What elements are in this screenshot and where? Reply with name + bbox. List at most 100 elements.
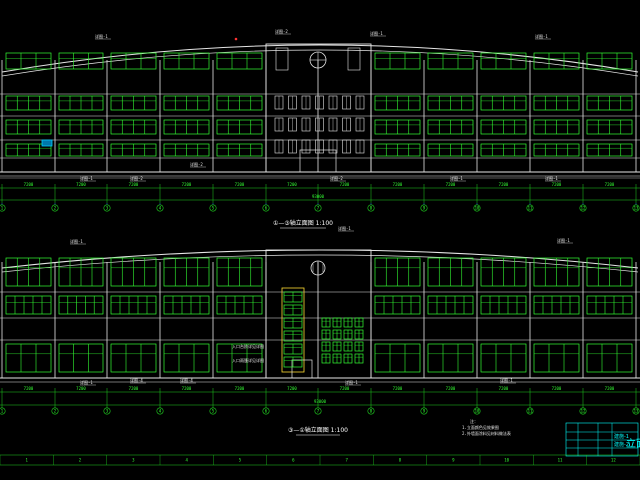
clerestory-window <box>374 52 421 70</box>
axis-bubble-label: 8 <box>370 409 373 414</box>
axis-bubble <box>209 407 217 415</box>
bay-dimension-label: 7200 <box>182 386 192 391</box>
clerestory-window <box>110 52 157 70</box>
window-level-1 <box>163 343 210 373</box>
window-level-2 <box>110 295 157 315</box>
elevation-2-windows <box>5 257 633 373</box>
window-level-2 <box>480 295 527 315</box>
sheet-code-2: 建施-2 <box>614 441 629 448</box>
bay-dimension-label: 7200 <box>340 182 350 187</box>
axis-bubble-label: 11 <box>528 409 533 414</box>
axis-bubble <box>526 204 534 212</box>
strip-label: 12 <box>611 458 616 463</box>
window-level-1 <box>58 343 104 373</box>
axis-bubble-label: 5 <box>212 206 215 211</box>
bay-dimension-label: 7200 <box>235 386 245 391</box>
callout-label: 详图-1 <box>345 379 358 385</box>
roof-arc-outer <box>1 249 639 269</box>
clerestory-window <box>586 52 633 70</box>
strip-label: 6 <box>292 458 295 463</box>
bay-dimension-label: 7200 <box>129 182 139 187</box>
window-level-2 <box>163 295 210 315</box>
clerestory-window <box>58 52 104 70</box>
note-line-2: 2.外墙面涂料见材料做法表 <box>462 430 511 436</box>
bay-dimension-label: 7200 <box>499 182 509 187</box>
callout-label: 详图-1 <box>500 377 513 383</box>
window-level-2 <box>58 295 104 315</box>
axis-bubble-label: 10 <box>475 206 480 211</box>
axis-bubble <box>0 204 6 212</box>
window-level-1 <box>216 343 263 373</box>
bay-dimension-label: 7200 <box>287 182 297 187</box>
window-level-1 <box>480 343 527 373</box>
bay-dimension-label: 7200 <box>605 386 615 391</box>
strip-label: 7 <box>345 458 348 463</box>
door-callout-2: 入口台阶详见详图 <box>232 343 264 349</box>
axis-bubble-label: 6 <box>265 409 268 414</box>
callout-label: 详图-2 <box>275 28 288 34</box>
strip-label: 11 <box>558 458 563 463</box>
elevation-2-title: ③—①轴立面图 1:100 <box>288 426 348 434</box>
bay-dimension-label: 7200 <box>24 182 34 187</box>
window-level-2 <box>586 295 633 315</box>
tower-panel-left <box>275 47 289 71</box>
axis-bubble-label: 3 <box>106 409 109 414</box>
axis-bubble <box>473 407 481 415</box>
bay-dimension-label: 7200 <box>552 182 562 187</box>
elevation-1-title: ①—③轴立面图 1:100 <box>273 219 333 227</box>
window-level-1 <box>586 343 633 373</box>
callout-label: 详图-2 <box>190 161 203 167</box>
callout-label: 详图-1 <box>95 33 108 39</box>
title-block-frame <box>565 422 639 457</box>
strip-label: 5 <box>239 458 242 463</box>
bay-dimension-label: 7200 <box>235 182 245 187</box>
strip-label: 10 <box>504 458 509 463</box>
bay-dimension-label: 7200 <box>129 386 139 391</box>
axis-bubble-label: 9 <box>423 409 426 414</box>
axis-bubble-label: 8 <box>370 206 373 211</box>
axis-bubble <box>156 204 164 212</box>
clerestory-window <box>216 52 263 70</box>
callout-label: 详图-1 <box>80 379 93 385</box>
title-block: 建施-1 建施-2 立面图 <box>565 422 640 457</box>
accent-panel <box>41 139 53 147</box>
axis-bubble <box>526 407 534 415</box>
axis-bubble <box>314 204 322 212</box>
axis-bubble <box>51 407 59 415</box>
window-level-1 <box>5 343 52 373</box>
axis-bubble-label: 6 <box>265 206 268 211</box>
roof-arc-outer <box>1 44 639 73</box>
stair-tower <box>265 249 372 379</box>
strip-label: 1 <box>25 458 28 463</box>
clerestory-window <box>163 52 210 70</box>
axis-bubble-label: 4 <box>159 409 162 414</box>
axis-bubble <box>367 204 375 212</box>
callout-label: 详图-1 <box>557 237 570 243</box>
elevation-1-total-dimension: 93000 <box>312 194 325 199</box>
axis-bubble-label: 7 <box>317 206 320 211</box>
axis-bubble <box>420 407 428 415</box>
notes-label: 注： <box>470 418 478 424</box>
axis-bubble-label: 10 <box>475 409 480 414</box>
door-callout-1: 入口雨篷详见详图 <box>232 357 264 363</box>
callout-label: 详图-1 <box>535 33 548 39</box>
bay-dimension-label: 7200 <box>393 182 403 187</box>
callout-label: 详图-1 <box>70 238 83 244</box>
axis-bubble <box>473 204 481 212</box>
window-level-2 <box>374 295 421 315</box>
axis-bubble <box>209 204 217 212</box>
axis-bubble-label: 2 <box>54 206 57 211</box>
axis-bubble <box>367 407 375 415</box>
callout-label: 详图-4 <box>130 377 143 383</box>
callout-label: 详图-1 <box>338 225 351 231</box>
roof-arc-inner <box>1 254 639 273</box>
bay-dimension-label: 7200 <box>605 182 615 187</box>
axis-bubble-label: 12 <box>581 206 586 211</box>
axis-bubble-label: 13 <box>634 206 639 211</box>
